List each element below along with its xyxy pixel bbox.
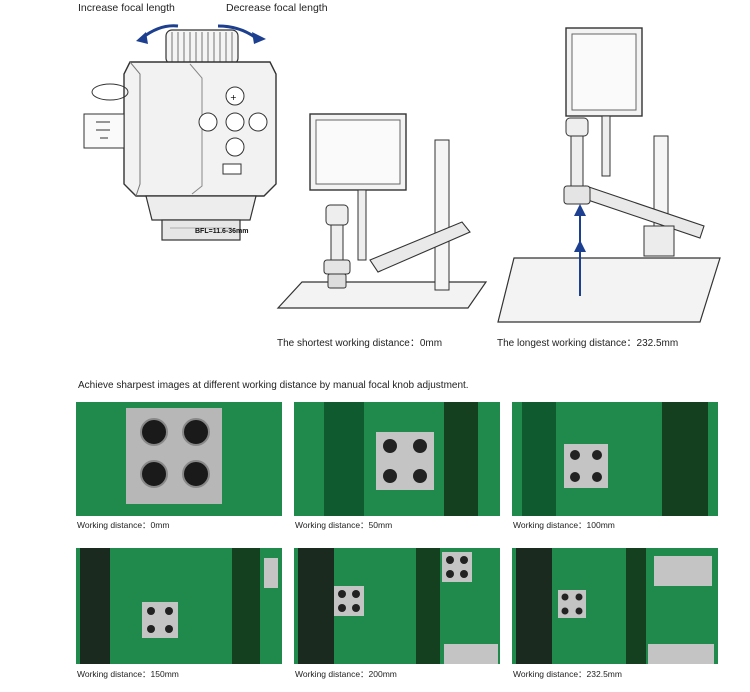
caption-50mm: Working distance：50mm — [295, 520, 393, 530]
caption-0mm: Working distance：0mm — [77, 520, 170, 530]
zoom-in-button — [225, 86, 245, 106]
decrease-focal-label: Decrease focal length — [226, 2, 328, 14]
photo-100mm — [512, 402, 718, 516]
photo-0mm — [76, 402, 282, 516]
photo-50mm — [294, 402, 500, 516]
svg-text:+: + — [230, 93, 237, 102]
caption-200mm: Working distance：200mm — [295, 669, 397, 679]
stand-longest-diagram — [497, 27, 721, 323]
section-heading: Achieve sharpest images at different wor… — [78, 380, 469, 391]
stand-shortest-diagram — [276, 113, 488, 309]
caption-232-5mm: Working distance：232.5mm — [513, 669, 622, 679]
longest-distance-label: The longest working distance：232.5mm — [497, 338, 679, 349]
zoom-out-button — [225, 137, 245, 157]
articulated-arm — [581, 185, 705, 239]
photo-200mm — [294, 548, 500, 664]
usb-port — [83, 113, 125, 149]
shortest-distance-label: The shortest working distance：0mm — [277, 338, 443, 349]
photo-150mm — [76, 548, 282, 664]
increase-focal-label: Increase focal length — [78, 2, 175, 14]
camera-head-diagram: + — [83, 24, 277, 241]
caption-100mm: Working distance：100mm — [513, 520, 615, 530]
photo-232-5mm — [512, 548, 718, 664]
articulated-arm — [369, 221, 471, 273]
caption-150mm: Working distance：150mm — [77, 669, 179, 679]
bfl-label: BFL=11.6-36mm — [195, 228, 249, 235]
lens-base — [145, 195, 257, 221]
